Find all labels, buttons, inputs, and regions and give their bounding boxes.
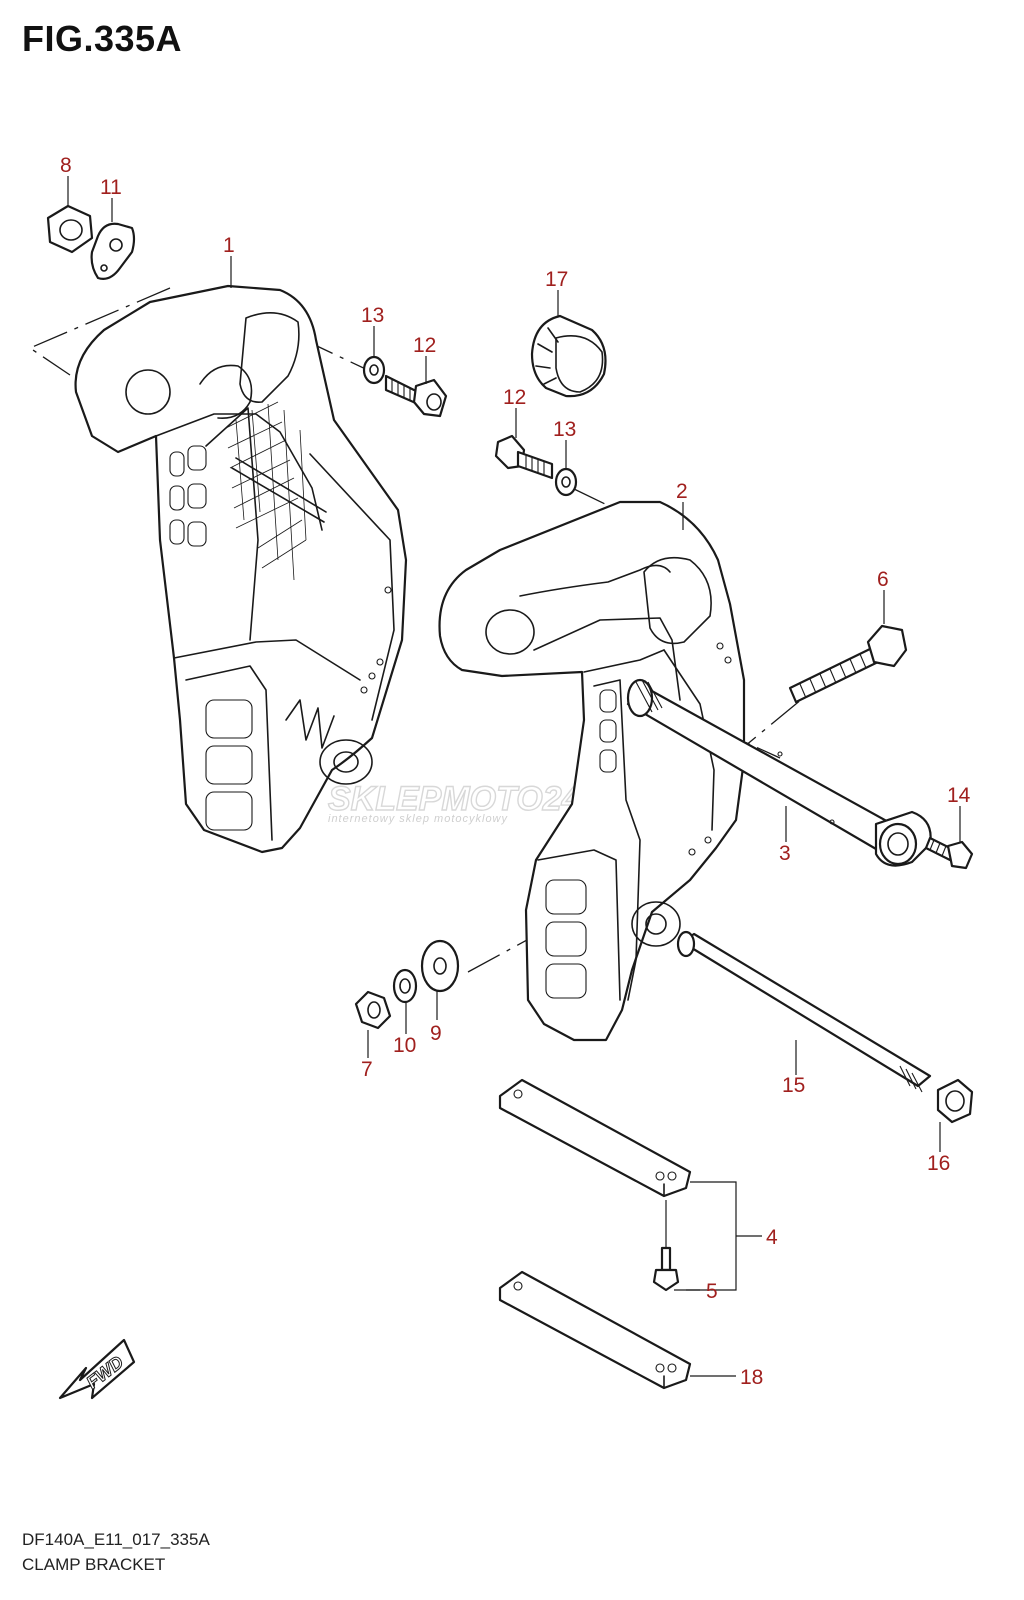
part-14-bolt xyxy=(924,836,974,870)
part-11-plate xyxy=(90,222,136,280)
part-1-clamp-bracket xyxy=(74,284,408,854)
part-15-bolt xyxy=(676,930,932,1093)
callout-15: 15 xyxy=(782,1074,805,1097)
callout-13: 13 xyxy=(361,304,384,327)
part-2-clamp-bracket xyxy=(438,500,746,1042)
part-4-plate xyxy=(498,1078,692,1198)
part-8-nut xyxy=(46,204,94,254)
part-17-cap xyxy=(530,314,607,398)
callout-10: 10 xyxy=(393,1034,416,1057)
callout-7: 7 xyxy=(361,1058,373,1081)
part-10-lock-washer xyxy=(392,968,418,1004)
watermark-tagline: internetowy sklep motocyklowy xyxy=(328,813,509,825)
callout-8: 8 xyxy=(60,154,72,177)
part-5-screw xyxy=(652,1200,680,1292)
callout-17: 17 xyxy=(545,268,568,291)
part-13-washer-upper xyxy=(362,355,386,385)
part-13-washer-lower xyxy=(554,467,578,497)
callout-6: 6 xyxy=(877,568,889,591)
callout-1: 1 xyxy=(223,234,235,257)
callout-3: 3 xyxy=(779,842,791,865)
part-12-bolt-upper xyxy=(384,374,448,418)
part-1-mesh xyxy=(225,401,307,581)
part-9-washer xyxy=(420,939,460,993)
callout-12b: 12 xyxy=(503,386,526,409)
callout-12: 12 xyxy=(413,334,436,357)
callout-5: 5 xyxy=(706,1280,718,1303)
part-7-nut xyxy=(354,990,392,1030)
callout-11: 11 xyxy=(100,176,122,199)
part-12-bolt-lower xyxy=(494,434,554,480)
callout-numbers: 8 11 1 13 12 17 12 13 2 6 14 3 15 16 7 1… xyxy=(60,154,971,1389)
callout-9: 9 xyxy=(430,1022,442,1045)
fwd-arrow-icon: FWD xyxy=(58,1338,136,1400)
part-6-bolt xyxy=(788,624,908,704)
figure-code: DF140A_E11_017_335A xyxy=(22,1530,210,1549)
figure-title: FIG.335A xyxy=(22,18,183,59)
figure-name: CLAMP BRACKET xyxy=(22,1555,166,1574)
part-18-plate xyxy=(498,1270,692,1390)
part-3-tilt-tube xyxy=(626,678,932,867)
part-16-nut xyxy=(936,1078,974,1124)
part-1-holes xyxy=(169,445,392,831)
callout-16: 16 xyxy=(927,1152,950,1175)
leader-lines xyxy=(67,176,961,1377)
callout-13b: 13 xyxy=(553,418,576,441)
part-2-holes xyxy=(545,642,732,999)
callout-14: 14 xyxy=(947,784,971,807)
callout-4: 4 xyxy=(766,1226,778,1249)
callout-18: 18 xyxy=(740,1366,763,1389)
callout-2: 2 xyxy=(676,480,688,503)
